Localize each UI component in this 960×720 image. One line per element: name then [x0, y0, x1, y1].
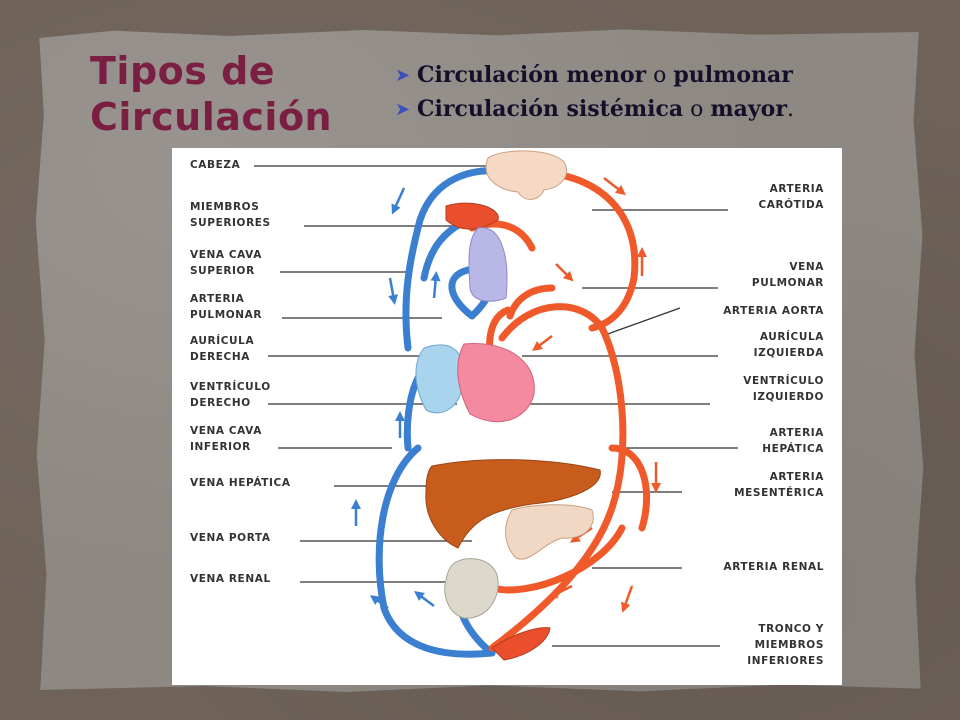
label-left-atrium-2: IZQUIERDA — [754, 347, 825, 359]
label-ivc-2: INFERIOR — [190, 441, 251, 453]
bullet-item-systemic: ➤ Circulación sistémica o mayor . — [395, 92, 935, 126]
label-carotid-2: CARÓTIDA — [758, 198, 824, 211]
right-heart-organ-icon — [415, 344, 464, 414]
artery-renal — [488, 524, 626, 594]
label-svc-2: SUPERIOR — [190, 265, 255, 277]
label-ivc-1: VENA CAVA — [190, 425, 262, 437]
label-pulmonary-vein-2: PULMONAR — [752, 277, 824, 289]
brain-organ-icon — [485, 150, 567, 200]
label-trunk-1: TRONCO Y — [758, 623, 824, 635]
vein-head-return — [402, 167, 516, 352]
slide-title: Tipos de Circulación — [90, 48, 380, 140]
leader-aorta — [601, 307, 681, 337]
label-right-ventricle-2: DERECHO — [190, 397, 251, 409]
right-labels: ARTERIA CARÓTIDA VENA PULMONAR ARTERIA A… — [723, 183, 825, 667]
label-trunk-3: INFERIORES — [747, 655, 824, 667]
circulation-diagram: CABEZA MIEMBROS SUPERIORES VENA CAVA SUP… — [172, 148, 842, 685]
organs — [415, 150, 601, 661]
bullet-list: ➤ Circulación menor o pulmonar ➤ Circula… — [395, 58, 935, 126]
kidney-organ-icon — [444, 558, 499, 619]
bullet-1-part-a: Circulación menor — [417, 62, 647, 88]
bullet-2-part-b: mayor — [710, 96, 787, 122]
label-portal-vein: VENA PORTA — [190, 532, 271, 544]
label-svc-1: VENA CAVA — [190, 249, 262, 261]
label-left-ventricle-1: VENTRÍCULO — [743, 374, 824, 387]
label-trunk-2: MIEMBROS — [755, 639, 824, 651]
intestine-organ-icon — [505, 504, 594, 560]
label-renal-vein: VENA RENAL — [190, 573, 271, 585]
lung-organ-icon — [468, 227, 508, 302]
artery-hepatic — [608, 444, 651, 532]
leg-muscle-organ-icon — [491, 627, 551, 661]
arrowhead-bullet-icon: ➤ — [395, 64, 411, 86]
vein-ivc-upper — [403, 374, 422, 452]
title-line-1: Tipos de — [90, 49, 276, 93]
label-renal-artery: ARTERIA RENAL — [723, 561, 824, 573]
arrowhead-bullet-icon: ➤ — [395, 98, 411, 120]
left-leader-lines — [254, 165, 507, 583]
bullet-2-end: . — [786, 96, 794, 122]
vein-lower-return — [375, 444, 496, 658]
label-pulmonary-artery-2: PULMONAR — [190, 309, 262, 321]
label-right-atrium-1: AURÍCULA — [190, 334, 254, 347]
bullet-2-or: o — [683, 96, 711, 122]
left-heart-organ-icon — [457, 342, 535, 423]
label-right-atrium-2: DERECHA — [190, 351, 250, 363]
label-upper-limbs-2: SUPERIORES — [190, 217, 271, 229]
artery-carotid-arch — [528, 168, 639, 332]
bullet-1-or: o — [646, 62, 674, 88]
label-head: CABEZA — [190, 159, 241, 171]
label-hepatic-vein: VENA HEPÁTICA — [190, 476, 291, 489]
label-hepatic-artery-2: HEPÁTICA — [762, 442, 824, 455]
arm-muscle-organ-icon — [445, 202, 499, 230]
title-line-2: Circulación — [90, 95, 333, 139]
label-carotid-1: ARTERIA — [770, 183, 825, 195]
label-left-ventricle-2: IZQUIERDO — [753, 391, 824, 403]
left-labels: CABEZA MIEMBROS SUPERIORES VENA CAVA SUP… — [190, 159, 291, 585]
bullet-item-pulmonary: ➤ Circulación menor o pulmonar — [395, 58, 935, 92]
bullet-1-part-b: pulmonar — [673, 62, 793, 88]
label-hepatic-artery-1: ARTERIA — [770, 427, 825, 439]
circulation-svg: CABEZA MIEMBROS SUPERIORES VENA CAVA SUP… — [190, 150, 825, 667]
label-upper-limbs-1: MIEMBROS — [190, 201, 259, 213]
artery-pulmonary-vein — [506, 284, 556, 320]
liver-organ-icon — [425, 459, 601, 549]
bullet-2-part-a: Circulación sistémica — [417, 96, 684, 122]
label-left-atrium-1: AURÍCULA — [760, 330, 824, 343]
label-mesenteric-2: MESENTÉRICA — [734, 486, 824, 499]
label-right-ventricle-1: VENTRÍCULO — [190, 380, 271, 393]
right-leader-lines — [522, 209, 738, 647]
vein-arrows — [351, 187, 441, 610]
label-pulmonary-artery-1: ARTERIA — [190, 293, 245, 305]
label-pulmonary-vein-1: VENA — [789, 261, 824, 273]
label-aorta: ARTERIA AORTA — [723, 305, 824, 317]
label-mesenteric-1: ARTERIA — [770, 471, 825, 483]
